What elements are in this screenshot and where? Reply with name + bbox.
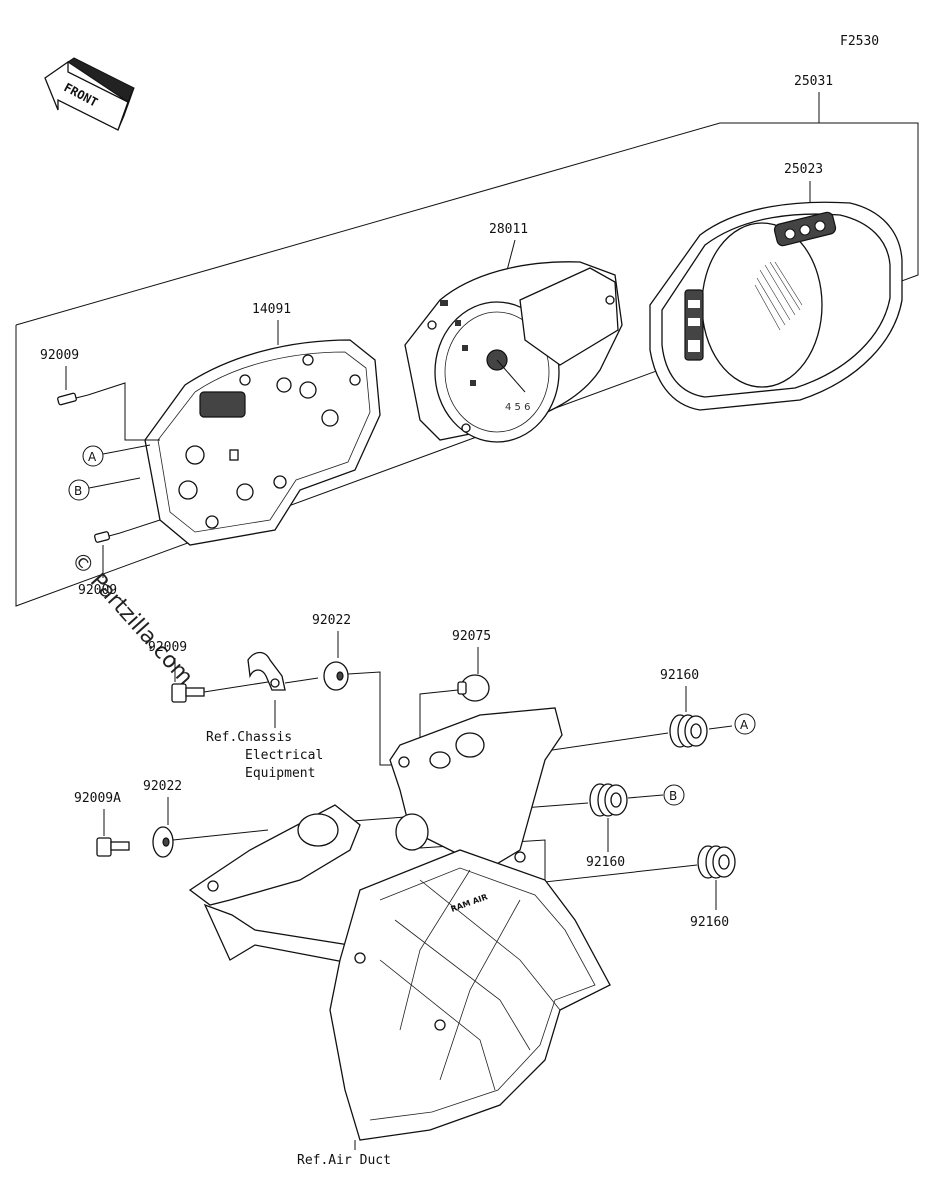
air-duct-assembly: RAM AIR [188,707,611,1141]
washer-92022-bot [152,826,174,858]
grommet-92160-a [669,714,708,748]
ref-chassis-line1: Ref.Chassis [206,730,292,745]
part-label-92009-mid: 92009 [78,583,117,598]
meter-case [144,339,381,546]
part-label-92160-b: 92160 [586,855,625,870]
screw-92009-mid [94,531,121,543]
chassis-bracket [247,651,286,691]
svg-text:A: A [740,718,749,732]
callout-a-right: A [734,713,756,735]
part-label-92009-top: 92009 [40,348,79,363]
meter-cover [649,201,903,411]
part-label-25031: 25031 [794,74,833,89]
diagram-code: F2530 [840,34,879,49]
part-label-92022-bot: 92022 [143,779,182,794]
assembly-outline [15,92,919,607]
front-arrow-icon: FRONT [44,57,135,131]
bolt-92009-left [171,683,205,703]
washer-92022-top [323,661,349,691]
part-label-14091: 14091 [252,302,291,317]
part-label-92075: 92075 [452,629,491,644]
meter-unit: 4 5 6 [404,261,623,443]
svg-text:B: B [669,789,677,803]
part-label-92009-left: 92009 [148,640,187,655]
part-label-92022-top: 92022 [312,613,351,628]
svg-text:A: A [88,450,97,464]
part-label-92009A: 92009A [74,791,121,806]
screw-92009-top [57,392,89,406]
svg-text:B: B [74,484,82,498]
watermark: © Partzilla.com [66,547,198,690]
grommet-92160-c [697,845,736,879]
part-label-25023: 25023 [784,162,823,177]
ref-air-duct: Ref.Air Duct [297,1153,391,1168]
callout-a-left: A [82,445,104,467]
ref-chassis-line3: Equipment [245,766,315,781]
part-label-92160-a: 92160 [660,668,699,683]
bolt-92009A [96,837,130,857]
grommet-92075 [457,674,490,702]
callout-b-right: B [663,784,685,806]
part-label-92160-c: 92160 [690,915,729,930]
svg-text:4 5 6: 4 5 6 [505,402,530,413]
part-label-28011: 28011 [489,222,528,237]
callout-b-left: B [68,479,90,501]
ref-chassis-line2: Electrical [245,748,323,763]
grommet-92160-b [589,783,628,817]
